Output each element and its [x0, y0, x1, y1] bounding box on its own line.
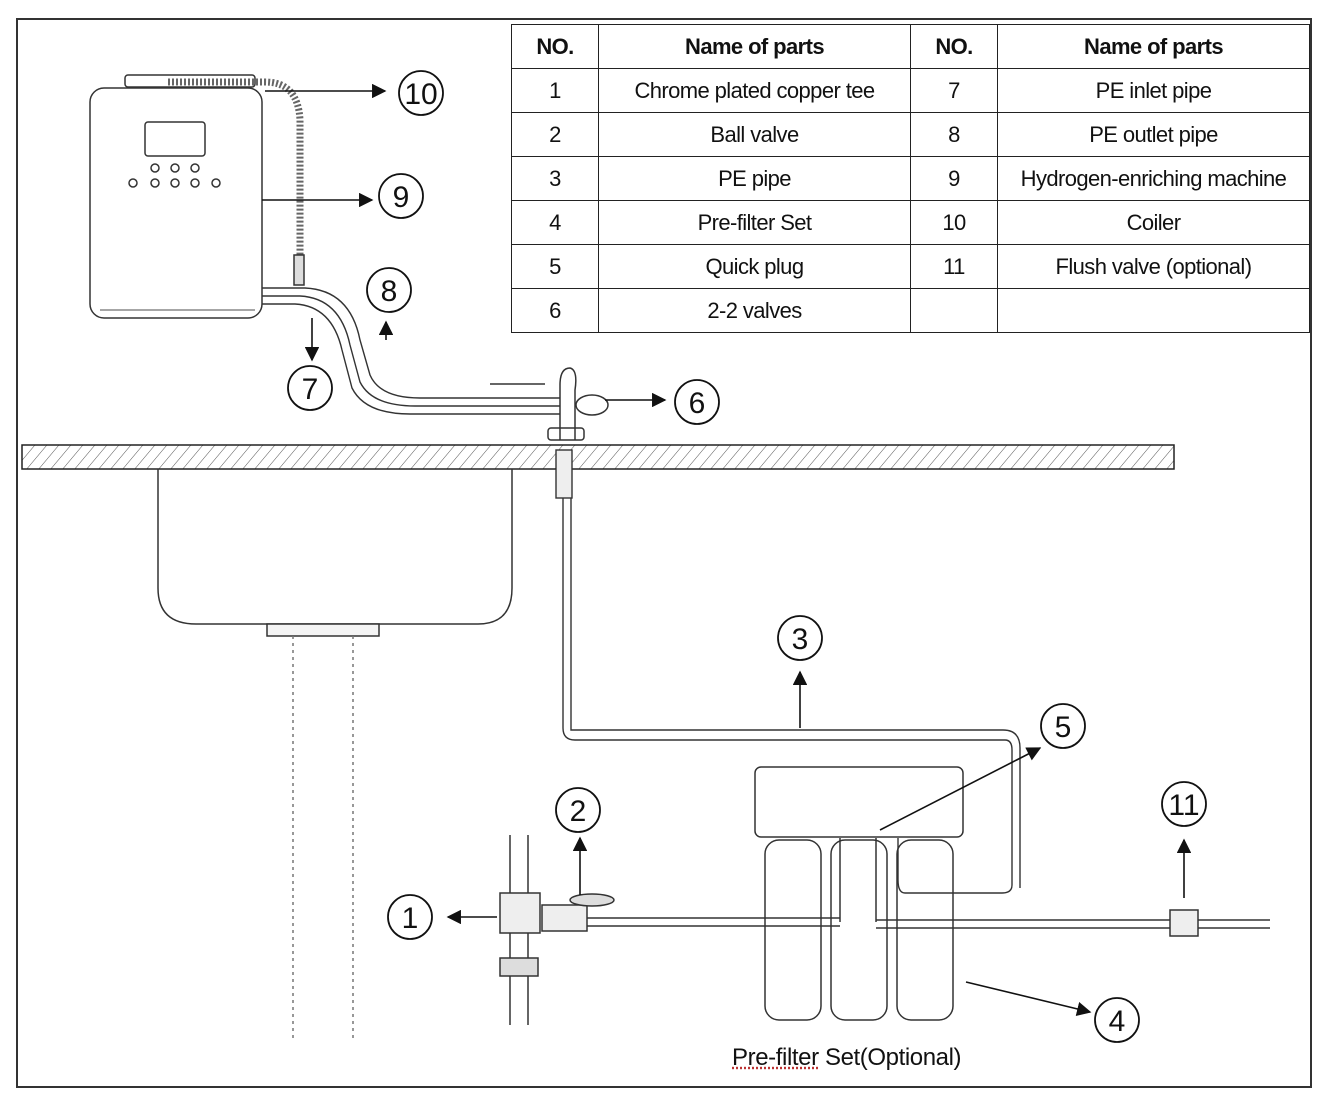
part-number: 1	[511, 68, 599, 113]
part-name: Coiler	[997, 200, 1310, 245]
table-row: 2 Ball valve 8 PE outlet pipe	[511, 112, 1310, 157]
part-name	[997, 288, 1310, 333]
part-name: PE pipe	[598, 156, 911, 201]
flush-valve	[1169, 909, 1199, 937]
header-name-left: Name of parts	[598, 24, 911, 69]
part-number: 8	[910, 112, 998, 157]
svg-text:9: 9	[393, 181, 410, 214]
svg-text:6: 6	[689, 387, 706, 420]
part-name: 2-2 valves	[598, 288, 911, 333]
callout-2: 2	[555, 787, 601, 833]
svg-text:4: 4	[1109, 1005, 1126, 1038]
part-number: 11	[910, 244, 998, 289]
callout-9: 9	[378, 173, 424, 219]
part-number: 6	[511, 288, 599, 333]
part-name: PE inlet pipe	[997, 68, 1310, 113]
pe-pipes-top	[262, 287, 560, 415]
part-number: 7	[910, 68, 998, 113]
table-row: 3 PE pipe 9 Hydrogen-enriching machine	[511, 156, 1310, 201]
callout-6: 6	[674, 379, 720, 425]
table-row: 6 2-2 valves	[511, 288, 1310, 333]
callout-arrows	[262, 83, 1192, 1016]
callout-10: 10	[398, 70, 444, 116]
callout-5: 5	[1040, 703, 1086, 749]
callout-8: 8	[366, 267, 412, 313]
part-name: Ball valve	[598, 112, 911, 157]
table-row: 5 Quick plug 11 Flush valve (optional)	[511, 244, 1310, 289]
display-screen	[144, 121, 206, 157]
table-row: 1 Chrome plated copper tee 7 PE inlet pi…	[511, 68, 1310, 113]
part-number: 3	[511, 156, 599, 201]
parts-table: NO. Name of parts NO. Name of parts 1 Ch…	[511, 24, 1310, 333]
part-number: 10	[910, 200, 998, 245]
control-buttons	[128, 163, 221, 188]
svg-text:8: 8	[381, 275, 398, 308]
callout-7: 7	[287, 365, 333, 411]
svg-text:10: 10	[404, 78, 437, 111]
svg-text:7: 7	[302, 373, 319, 406]
part-number: 9	[910, 156, 998, 201]
svg-text:5: 5	[1055, 711, 1072, 744]
part-name: Quick plug	[598, 244, 911, 289]
callout-1: 1	[387, 894, 433, 940]
part-name: Hydrogen-enriching machine	[997, 156, 1310, 201]
part-number	[910, 288, 998, 333]
table-row: 4 Pre-filter Set 10 Coiler	[511, 200, 1310, 245]
prefilter-caption: Pre-filter Set(Optional)	[732, 1044, 962, 1072]
table-header-row: NO. Name of parts NO. Name of parts	[511, 24, 1310, 69]
part-name: PE outlet pipe	[997, 112, 1310, 157]
svg-text:1: 1	[402, 902, 419, 935]
callout-11: 11	[1161, 781, 1207, 827]
header-no-right: NO.	[910, 24, 998, 69]
part-number: 5	[511, 244, 599, 289]
hydrogen-machine	[89, 74, 305, 319]
svg-text:3: 3	[792, 623, 809, 656]
ball-valve	[541, 904, 588, 932]
caption-main: Pre-filter	[732, 1044, 819, 1071]
part-name: Pre-filter Set	[598, 200, 911, 245]
part-name: Chrome plated copper tee	[598, 68, 911, 113]
faucet-valve	[490, 367, 609, 441]
svg-text:11: 11	[1168, 789, 1199, 822]
countertop	[21, 444, 1175, 470]
part-number: 4	[511, 200, 599, 245]
header-name-right: Name of parts	[997, 24, 1310, 69]
copper-tee	[499, 892, 541, 934]
part-name: Flush valve (optional)	[997, 244, 1310, 289]
diagram-frame	[16, 18, 1312, 1088]
prefilter-set	[754, 766, 1270, 1021]
caption-rest: Set(Optional)	[818, 1044, 962, 1071]
callouts: 1 2 3 4 5 6 7 8 9 10 11	[287, 70, 1207, 1043]
header-no-left: NO.	[511, 24, 599, 69]
part-number: 2	[511, 112, 599, 157]
main-water-pipe	[499, 835, 840, 1025]
sink	[157, 469, 513, 1040]
pe-pipe-3	[555, 449, 1021, 894]
svg-text:2: 2	[570, 795, 587, 828]
callout-4: 4	[1094, 997, 1140, 1043]
callout-3: 3	[777, 615, 823, 661]
